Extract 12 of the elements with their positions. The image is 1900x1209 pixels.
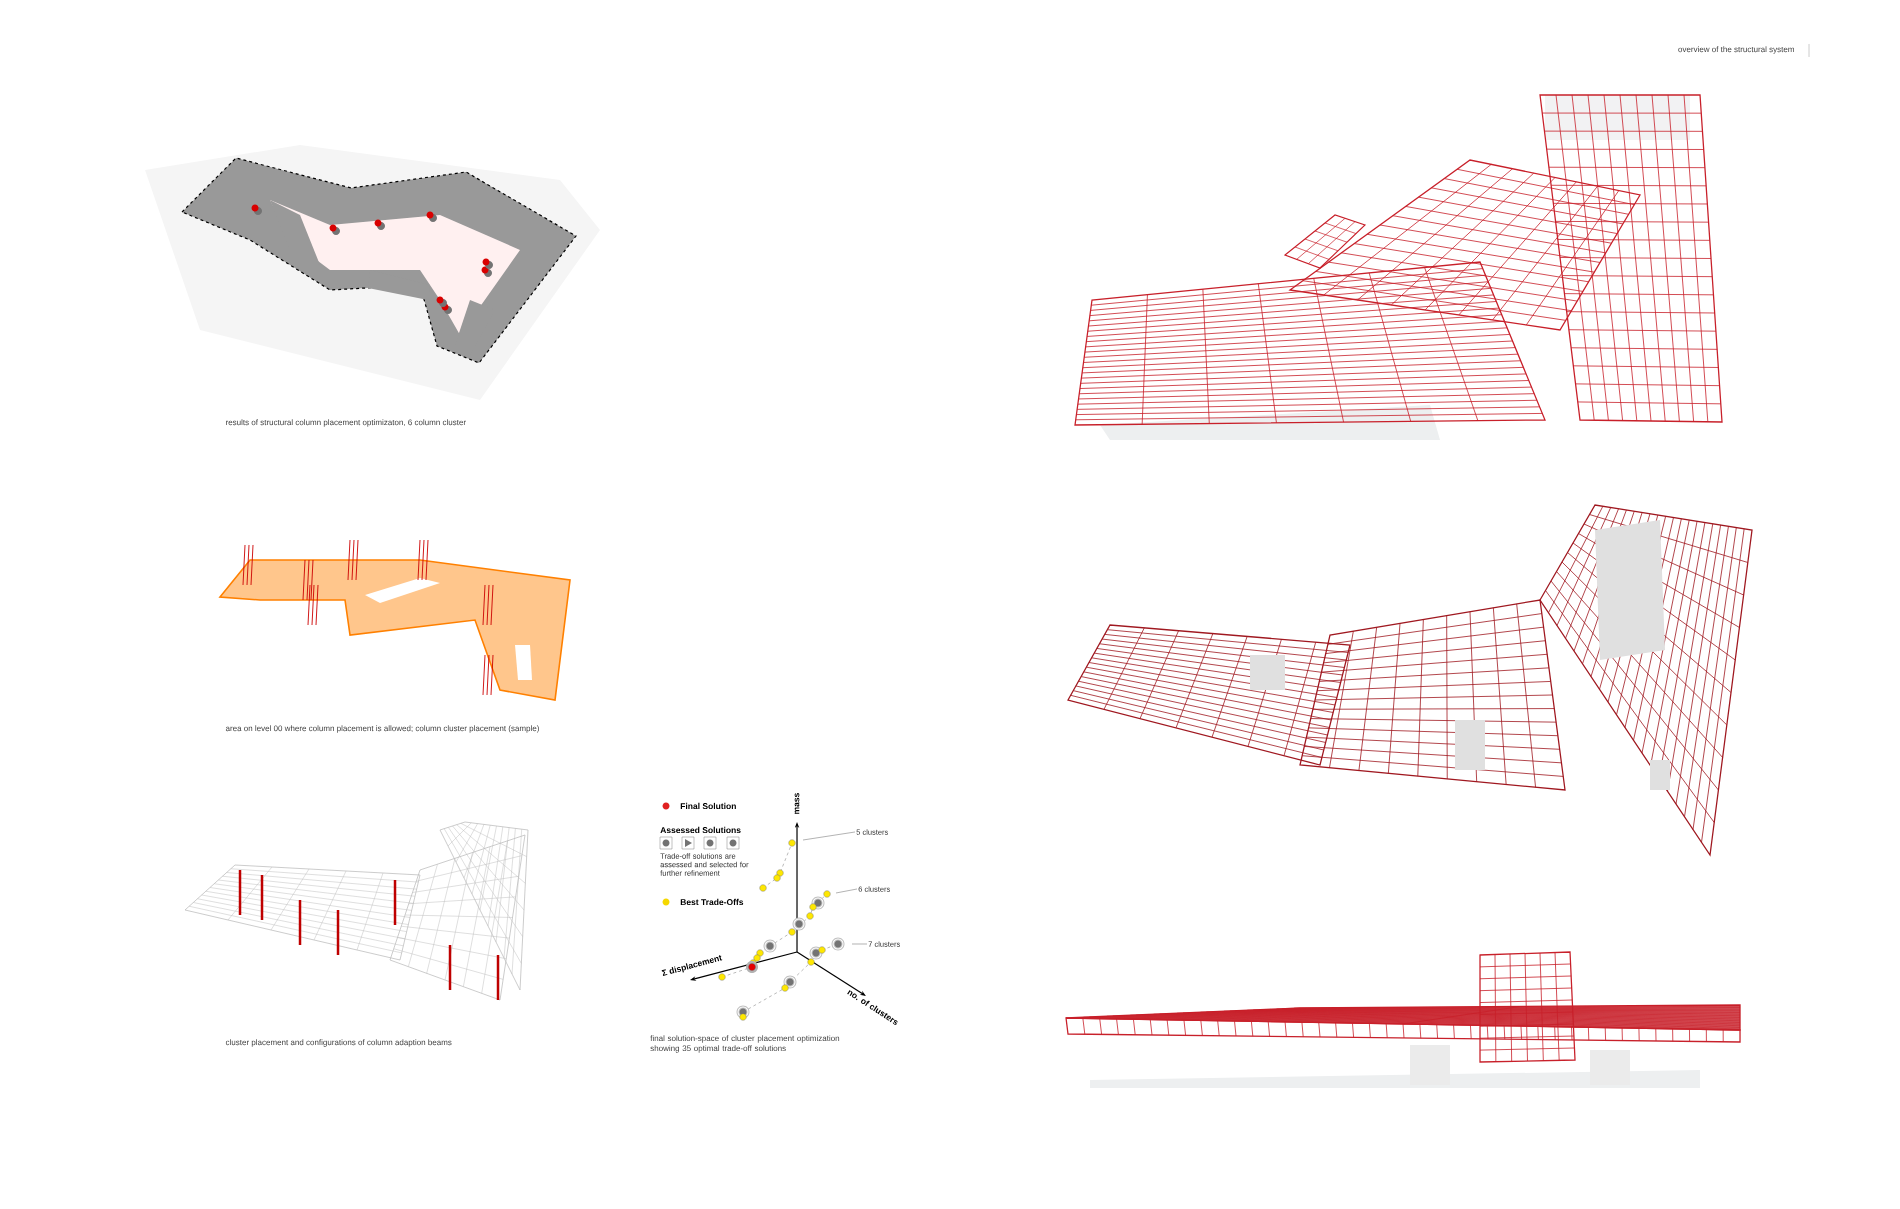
legend-text: Final Solution (680, 802, 736, 810)
caption: area on level 00 where column placement is allowed; column cluster placement (sample) (225, 725, 539, 733)
legend-text: Assessed Solutions (660, 826, 741, 834)
leader-line (851, 943, 868, 945)
axis-label: mass (794, 793, 800, 814)
caption: results of structural column placement optimizaton, 6 column cluster (226, 419, 466, 427)
caption: cluster placement and configurations of column adaption beams (225, 1039, 452, 1047)
leader-line (802, 831, 856, 841)
leader-line (835, 888, 858, 894)
legend-text: Best Trade-Offs (680, 898, 744, 906)
page-title: overview of the structural system (1678, 46, 1794, 54)
caption: final solution-space of cluster placement optimization showing 35 optimal trade-off solutions (650, 1035, 840, 1053)
